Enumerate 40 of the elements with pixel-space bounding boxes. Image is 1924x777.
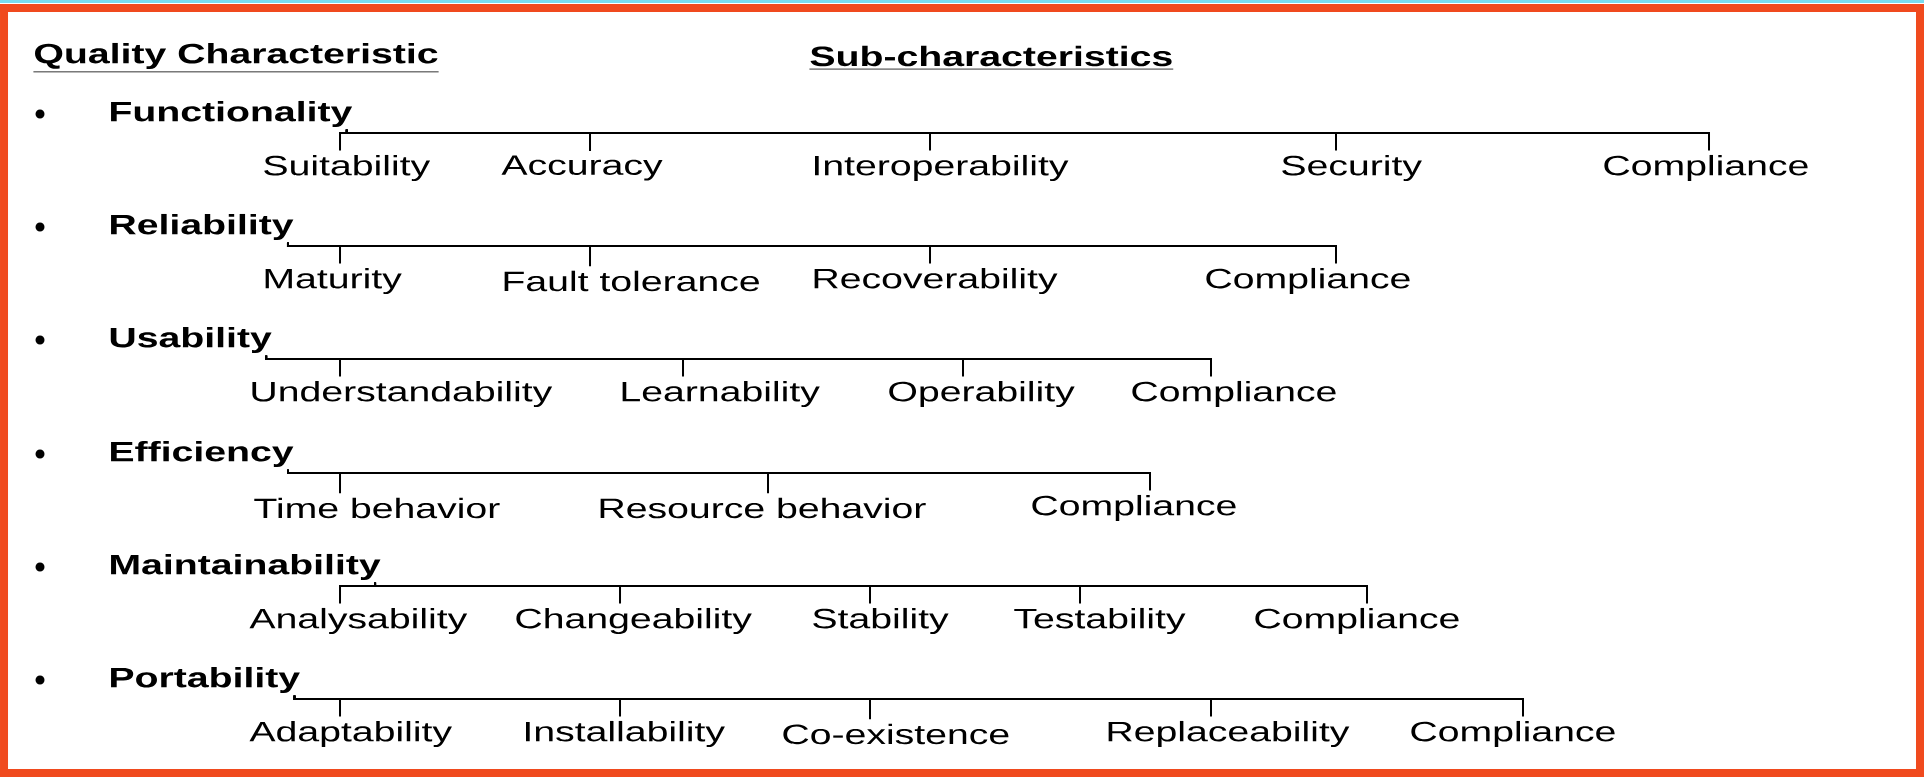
- tree-connector: [374, 581, 1368, 605]
- sub-characteristic-label: Accuracy: [501, 155, 663, 181]
- sub-characteristic-label: Interoperability: [815, 154, 1069, 182]
- sub-characteristic-label: Compliance: [1206, 267, 1410, 295]
- tree-connector: [287, 241, 1337, 265]
- tree-connector: [287, 468, 1151, 492]
- sub-characteristic-label: Analysability: [249, 607, 468, 635]
- characteristic-label: Efficiency: [111, 440, 294, 468]
- sub-characteristic-label: Suitability: [264, 154, 431, 182]
- sub-characteristic-label: Stability: [813, 607, 949, 635]
- tree-connector: [293, 694, 1524, 718]
- sub-characteristic-label: Maturity: [265, 267, 402, 295]
- sub-characteristic-label: Fault tolerance: [504, 270, 759, 292]
- column-heading: Sub-characteristics: [809, 45, 1174, 70]
- tree-connector: [265, 354, 1212, 378]
- sub-characteristic-label: Compliance: [1604, 154, 1808, 182]
- sub-characteristic-label: Adaptability: [249, 720, 452, 748]
- sub-characteristic-label: Testability: [1014, 607, 1186, 635]
- column-heading: Quality Characteristic: [33, 42, 440, 73]
- characteristic-label: Portability: [111, 666, 300, 694]
- sub-characteristic-label: Compliance: [1411, 720, 1615, 748]
- sub-characteristic-label: Installability: [526, 720, 725, 748]
- sub-characteristic-label: Compliance: [1132, 380, 1336, 408]
- sub-characteristic-label: Replaceability: [1108, 720, 1350, 748]
- sub-characteristic-label: Compliance: [1255, 607, 1459, 635]
- sub-characteristic-label: Changeability: [516, 607, 752, 635]
- sub-characteristic-label: Recoverability: [814, 267, 1058, 295]
- sub-characteristic-label: Resource behavior: [600, 497, 926, 519]
- sub-characteristic-label: Compliance: [1032, 494, 1236, 522]
- tree-connector: [345, 128, 1710, 152]
- characteristic-label: Maintainability: [111, 553, 381, 581]
- characteristic-label: Reliability: [111, 213, 294, 241]
- sub-characteristic-label: Time behavior: [254, 497, 500, 519]
- characteristic-label: Usability: [110, 326, 272, 354]
- sub-characteristic-label: Learnability: [622, 380, 820, 408]
- sub-characteristic-label: Co-existence: [783, 723, 1009, 745]
- sub-characteristic-label: Operability: [889, 380, 1075, 408]
- sub-characteristic-label: Security: [1282, 154, 1422, 182]
- characteristic-label: Functionality: [111, 100, 353, 128]
- sub-characteristic-label: Understandability: [252, 380, 553, 408]
